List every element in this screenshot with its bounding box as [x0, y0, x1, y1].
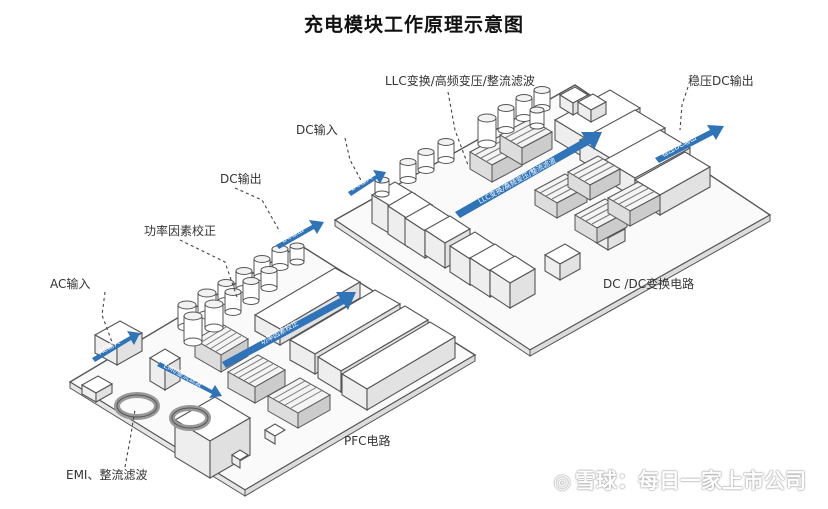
dcdc-circuit-label: DC /DC变换电路 [603, 277, 695, 291]
watermark: ◎雪球：每日一家上市公司 [554, 465, 806, 495]
dc-in-label: DC输入 [296, 123, 338, 137]
watermark-text: 雪球：每日一家上市公司 [575, 469, 806, 493]
ac-in-label: AC输入 [50, 277, 91, 291]
pfc-correction-label: 功率因素校正 [144, 224, 217, 238]
dc-out-left-label: DC输出 [220, 172, 262, 186]
dcdc-capacitors [374, 86, 551, 198]
dc-out-right-label: 稳压DC输出 [688, 74, 754, 88]
toroid-coils [114, 392, 211, 431]
emi-label: EMI、整流滤波 [66, 468, 148, 482]
llc-label: LLC变换/高频变压/整流滤波 [385, 74, 535, 88]
dc-out-left-arrow-text: DC输出 [280, 225, 306, 245]
snowball-logo-icon: ◎ [553, 469, 571, 493]
pfc-circuit-label: PFC电路 [344, 434, 391, 448]
pfc-capacitors [177, 242, 305, 347]
diagram-title: 充电模块工作原理示意图 [303, 14, 524, 36]
dcdc-box-components [370, 86, 712, 310]
callout-leaders [101, 86, 689, 468]
